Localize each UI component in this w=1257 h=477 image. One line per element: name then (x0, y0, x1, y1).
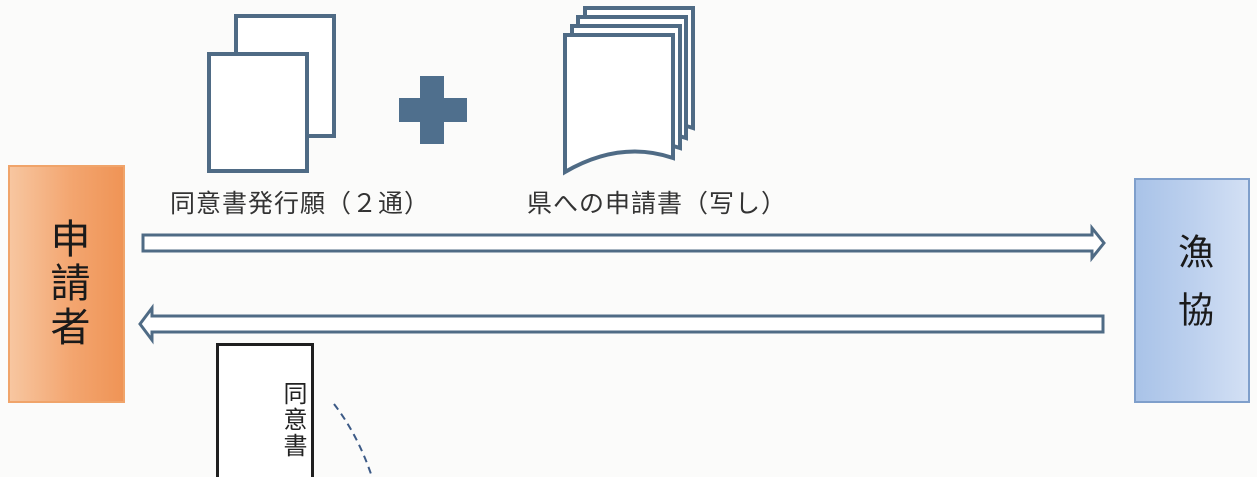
two-pages-icon (207, 14, 336, 173)
fishery-coop-box: 漁協 (1134, 178, 1250, 403)
arrow-to-coop (141, 223, 1106, 263)
applicant-box: 申請者 (8, 165, 125, 403)
plus-icon (399, 76, 467, 144)
consent-document-label: 同意書 (279, 380, 307, 459)
document-stack-icon (563, 6, 695, 176)
consent-document: 同意書 (216, 343, 314, 477)
caption-application-copy: 県への申請書（写し） (527, 189, 788, 218)
dashed-connector (333, 403, 373, 477)
arrow-to-applicant (138, 303, 1105, 345)
caption-consent-request: 同意書発行願（２通） (170, 189, 431, 218)
applicant-label: 申請者 (43, 218, 90, 350)
coop-label: 漁協 (1172, 232, 1213, 349)
